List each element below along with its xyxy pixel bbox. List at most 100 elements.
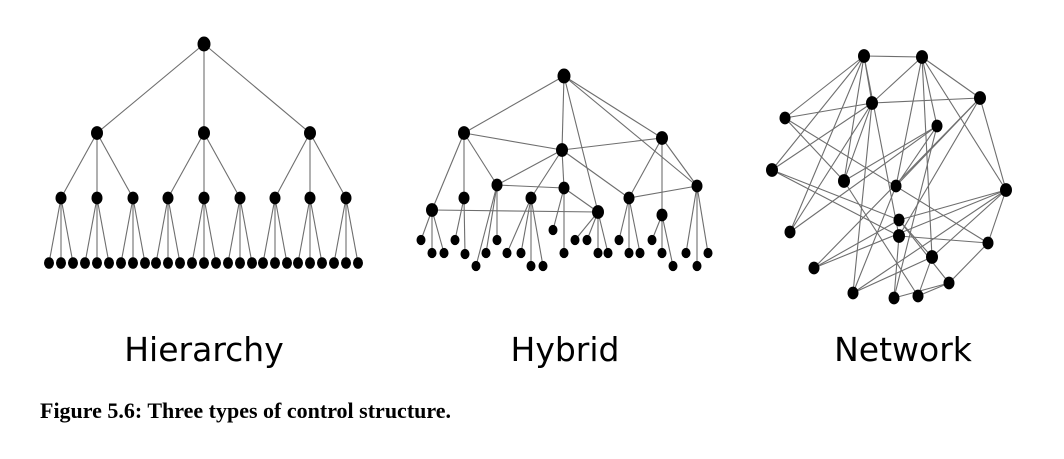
network-node: [766, 163, 778, 177]
hybrid-node: [668, 260, 678, 272]
network-edge: [948, 242, 989, 284]
network-edge: [921, 56, 981, 99]
hybrid-edge: [463, 132, 563, 151]
network-diagram: [766, 49, 1012, 305]
hybrid-node: [427, 247, 437, 259]
hierarchy-node: [151, 257, 161, 269]
network-node: [890, 179, 902, 193]
hierarchy-edge: [333, 197, 347, 264]
network-node: [847, 286, 859, 300]
hierarchy-node: [234, 191, 246, 205]
hierarchy-edge: [96, 197, 110, 264]
hybrid-node: [559, 247, 569, 259]
hierarchy-node: [304, 126, 316, 140]
hierarchy-node: [317, 257, 327, 269]
hybrid-edge: [563, 75, 599, 213]
hierarchy-node: [282, 257, 292, 269]
network-edge: [771, 169, 900, 237]
hybrid-node: [481, 247, 491, 259]
network-node: [858, 49, 870, 63]
network-edge: [895, 56, 923, 187]
hybrid-node: [656, 208, 668, 222]
hybrid-node: [703, 247, 713, 259]
hybrid-diagram: [416, 68, 713, 272]
network-edge: [931, 189, 1007, 258]
hybrid-node: [657, 247, 667, 259]
hierarchy-node: [56, 257, 66, 269]
network-node: [784, 225, 796, 239]
hierarchy-edge: [84, 197, 98, 264]
hybrid-node: [416, 234, 426, 246]
network-edge: [921, 56, 933, 258]
hybrid-edge: [506, 197, 532, 254]
hierarchy-node: [353, 257, 363, 269]
hybrid-edge: [485, 184, 498, 254]
hybrid-node: [593, 247, 603, 259]
network-node: [1000, 183, 1012, 197]
hierarchy-node: [305, 257, 315, 269]
network-label: Network: [834, 330, 972, 369]
network-node: [931, 119, 943, 133]
hybrid-edge: [685, 185, 698, 254]
network-edge: [784, 117, 845, 182]
hybrid-edge: [496, 184, 565, 189]
hybrid-edge: [628, 185, 698, 199]
hybrid-node: [570, 234, 580, 246]
hierarchy-edge: [155, 197, 169, 264]
hierarchy-edges: [48, 43, 359, 264]
network-node: [974, 91, 986, 105]
network-edge: [813, 189, 1007, 269]
hybrid-node: [460, 248, 470, 260]
hybrid-node: [525, 191, 537, 205]
network-edge: [789, 125, 938, 233]
hybrid-label: Hybrid: [510, 330, 620, 369]
hierarchy-node: [329, 257, 339, 269]
network-edge: [921, 56, 1007, 191]
hierarchy-node: [199, 257, 209, 269]
hierarchy-edge: [309, 197, 323, 264]
hierarchy-edge: [203, 132, 241, 199]
network-edge: [987, 189, 1007, 244]
network-node: [982, 236, 994, 250]
network-edge: [784, 55, 865, 119]
hybrid-node: [647, 234, 657, 246]
hierarchy-node: [140, 257, 150, 269]
network-node: [916, 50, 928, 64]
hybrid-edge: [618, 197, 630, 241]
hierarchy-edge: [60, 132, 98, 199]
network-node: [838, 174, 850, 188]
hierarchy-diagram: [44, 36, 363, 269]
hybrid-edge: [561, 137, 663, 151]
hierarchy-node: [127, 191, 139, 205]
hybrid-node: [556, 143, 568, 157]
hierarchy-node: [91, 191, 103, 205]
hybrid-node: [656, 131, 668, 145]
hybrid-edge: [463, 197, 466, 255]
network-edge: [813, 219, 900, 269]
hierarchy-node: [341, 257, 351, 269]
hierarchy-edge: [274, 132, 311, 199]
hybrid-edge: [530, 149, 563, 199]
network-edge: [895, 125, 938, 187]
network-edge: [863, 55, 923, 58]
hierarchy-node: [223, 257, 233, 269]
hybrid-edge: [563, 187, 599, 213]
hierarchy-edge: [309, 132, 347, 199]
hierarchy-edge: [96, 43, 205, 134]
hierarchy-label: Hierarchy: [124, 330, 284, 369]
hierarchy-edge: [191, 197, 205, 264]
network-edges: [771, 55, 1007, 299]
hierarchy-node: [211, 257, 221, 269]
hybrid-node: [548, 224, 558, 236]
hierarchy-edge: [167, 132, 205, 199]
network-edge: [843, 125, 938, 182]
hierarchy-node: [175, 257, 185, 269]
hybrid-node: [458, 126, 470, 140]
network-edge: [789, 55, 865, 233]
network-node: [893, 229, 905, 243]
network-node: [912, 289, 924, 303]
hierarchy-node: [162, 191, 174, 205]
hybrid-node: [681, 247, 691, 259]
network-edge: [771, 55, 865, 171]
